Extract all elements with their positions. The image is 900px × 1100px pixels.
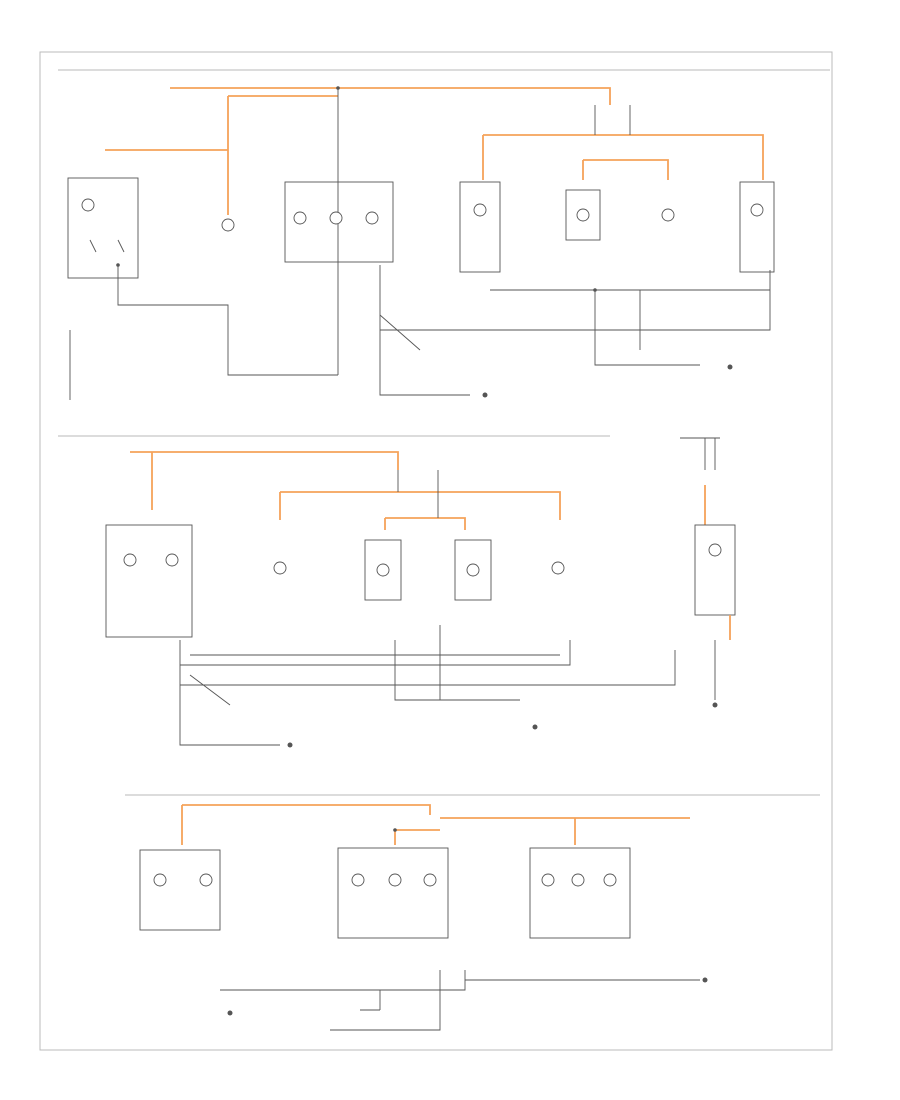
lamp-icon: [273, 561, 287, 575]
lamp-icon: [466, 563, 480, 577]
lamp-icon: [750, 203, 764, 217]
lamp-housing: [565, 189, 601, 241]
lamp-housing: [529, 847, 631, 939]
lamp-icon: [293, 211, 307, 225]
wire: [69, 265, 338, 400]
lamp-housing: [67, 177, 139, 279]
lamp-icon: [473, 203, 487, 217]
power-wire: [384, 517, 466, 530]
splice-icon: [393, 828, 397, 832]
lamp-icon: [165, 553, 179, 567]
ground-icon: [532, 724, 538, 730]
lamp-icon: [221, 218, 235, 232]
splice-icon: [336, 86, 340, 90]
wire: [380, 270, 771, 366]
ground-icon: [702, 977, 708, 983]
wire: [379, 314, 421, 351]
lamp-housing: [364, 539, 402, 601]
ground-icon: [482, 392, 488, 398]
power-wire: [482, 134, 764, 180]
ground-icon: [712, 702, 718, 708]
lamp-icon: [365, 211, 379, 225]
wire: [220, 970, 700, 1031]
lamp-icon: [423, 873, 437, 887]
lamp-icon: [81, 198, 95, 212]
lamp-icon: [661, 208, 675, 222]
wire: [189, 674, 231, 706]
lamp-housing: [739, 181, 775, 273]
lamp-icon: [576, 208, 590, 222]
ground-icon: [727, 364, 733, 370]
lamp-icon: [571, 873, 585, 887]
power-wire: [279, 491, 561, 520]
ground-icon: [287, 742, 293, 748]
lamp-icon: [329, 211, 343, 225]
diagram-frame: [39, 51, 833, 1051]
lamp-housing: [459, 181, 501, 273]
section-middle: [58, 435, 736, 748]
power-wire: [130, 451, 399, 470]
lamp-icon: [708, 543, 722, 557]
lamp-icon: [388, 873, 402, 887]
lamp-housing: [284, 181, 394, 263]
wire: [379, 265, 470, 396]
section-bottom: [125, 794, 820, 1031]
wire: [394, 625, 520, 701]
lamp-housing: [105, 524, 193, 638]
lamp-icon: [603, 873, 617, 887]
splice-icon: [593, 288, 597, 292]
lamp-icon: [551, 561, 565, 575]
power-wire: [182, 804, 431, 815]
lamp-housing: [139, 849, 221, 931]
lamp-icon: [376, 563, 390, 577]
power-wire: [582, 159, 669, 180]
lamp-icon: [123, 553, 137, 567]
wire: [179, 640, 676, 746]
lamp-icon: [541, 873, 555, 887]
wire: [397, 470, 439, 518]
power-wire: [394, 829, 440, 845]
section-top: [58, 69, 830, 400]
switch-icon: [89, 239, 125, 253]
lamp-icon: [153, 873, 167, 887]
lamp-housing: [454, 539, 492, 601]
lamp-housing: [337, 847, 449, 939]
lamp-icon: [199, 873, 213, 887]
wire: [337, 88, 631, 375]
power-wire: [227, 95, 338, 215]
power-wire: [170, 87, 611, 105]
lamp-housing: [694, 524, 736, 616]
wire: [680, 437, 720, 470]
splice-icon: [116, 263, 120, 267]
ground-icon: [227, 1010, 233, 1016]
lamp-icon: [351, 873, 365, 887]
